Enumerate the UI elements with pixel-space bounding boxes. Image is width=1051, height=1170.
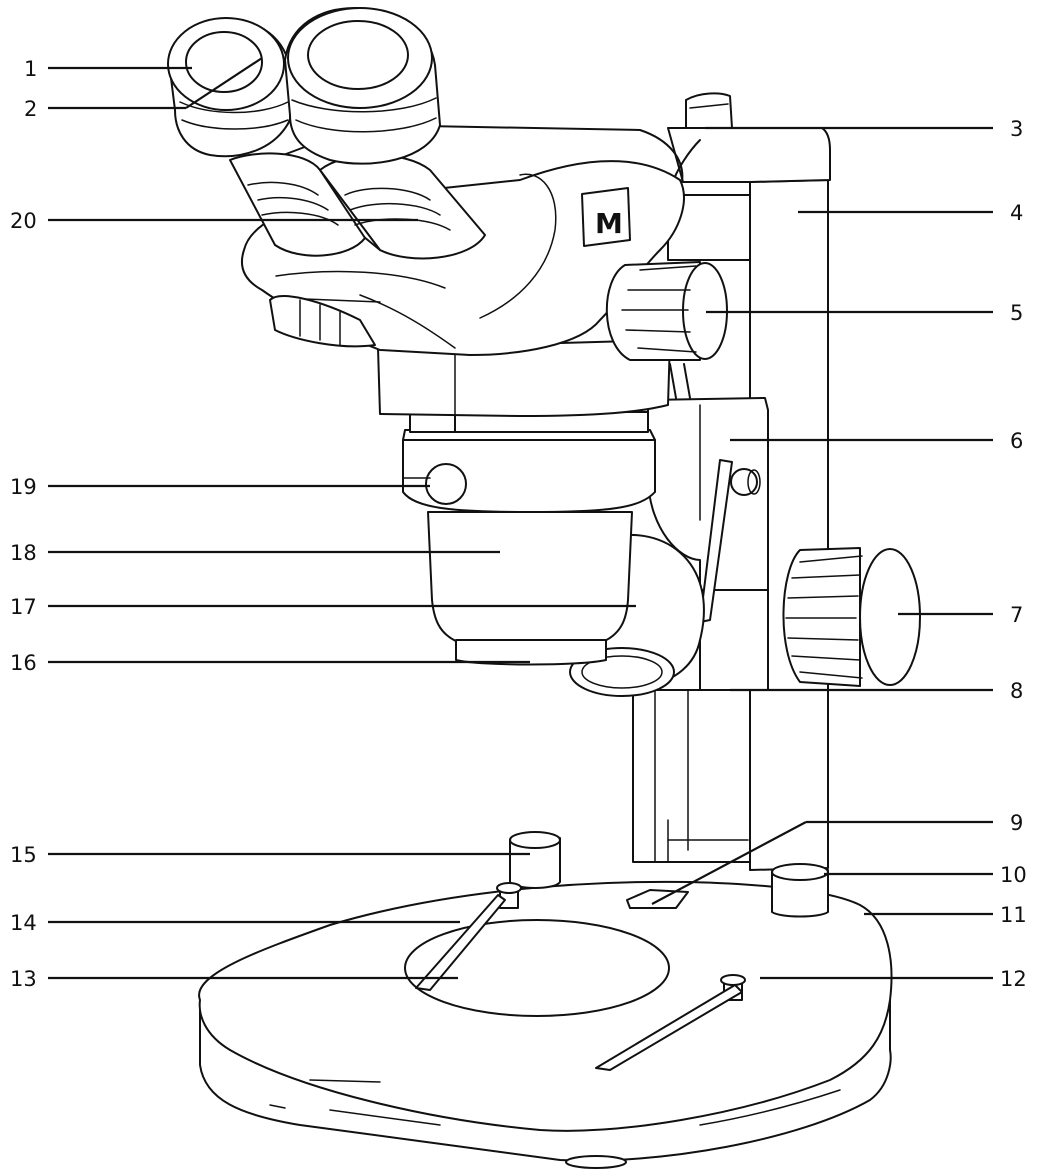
callout-label-16: 16 xyxy=(10,651,37,675)
base-fixtures xyxy=(415,831,829,1071)
focus-knob xyxy=(782,547,921,687)
callout-label-7: 7 xyxy=(1010,603,1023,627)
callout-label-6: 6 xyxy=(1010,429,1023,453)
arm-bracket xyxy=(647,397,769,691)
callout-label-10: 10 xyxy=(1000,863,1027,887)
callout-label-5: 5 xyxy=(1010,301,1023,325)
callout-label-8: 8 xyxy=(1010,679,1023,703)
callout-label-12: 12 xyxy=(1000,967,1027,991)
callout-label-2: 2 xyxy=(24,97,37,121)
callout-label-15: 15 xyxy=(10,843,37,867)
pillar xyxy=(632,92,831,871)
callout-label-14: 14 xyxy=(10,911,37,935)
callout-label-3: 3 xyxy=(1010,117,1023,141)
eyepiece-left xyxy=(167,17,291,158)
optical-body xyxy=(402,411,656,666)
callout-label-19: 19 xyxy=(10,475,37,499)
callout-label-17: 17 xyxy=(10,595,37,619)
zoom-knob xyxy=(605,261,728,399)
callout-label-9: 9 xyxy=(1010,811,1023,835)
callout-label-13: 13 xyxy=(10,967,37,991)
callout-line-9b xyxy=(651,821,807,905)
callouts: 1 2 3 4 5 6 7 8 9 10 11 12 13 14 15 16 xyxy=(10,57,1027,991)
callout-label-1: 1 xyxy=(24,57,37,81)
callout-label-18: 18 xyxy=(10,541,37,565)
callout-label-11: 11 xyxy=(1000,903,1027,927)
callout-label-20: 20 xyxy=(10,209,37,233)
head-logo-text: M xyxy=(595,207,623,240)
base xyxy=(198,880,893,1169)
eyepiece-right xyxy=(284,7,441,165)
callout-line-2b xyxy=(185,57,263,109)
callout-label-4: 4 xyxy=(1010,201,1023,225)
